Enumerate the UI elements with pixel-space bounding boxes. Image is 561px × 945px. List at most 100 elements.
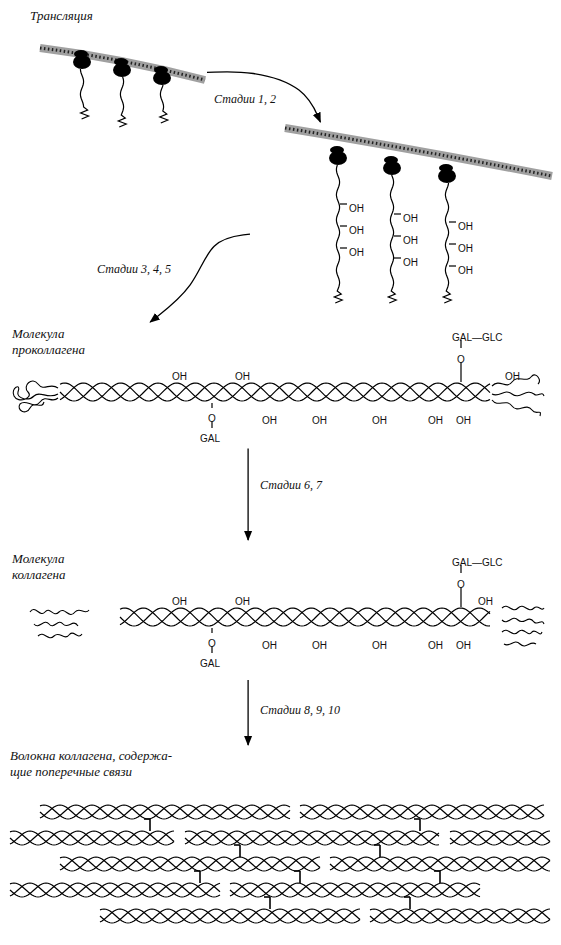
triple-helix-strand xyxy=(10,883,220,897)
hydroxyl-label: OH xyxy=(372,640,387,652)
hydroxyl-label: OH xyxy=(172,371,187,383)
text-slot: Молекула коллагена xyxy=(12,551,107,583)
triple-helix-strand xyxy=(40,805,290,819)
triple-helix-strand xyxy=(10,883,220,897)
cross-link xyxy=(414,818,420,820)
stage-heading: Молекула проколлагена xyxy=(12,326,112,357)
hydroxyl-label: OH xyxy=(312,640,327,652)
triple-helix-strand xyxy=(300,805,544,819)
cross-link xyxy=(374,844,380,846)
text-slot: OH xyxy=(235,591,250,609)
text-slot: O xyxy=(208,408,216,426)
text-slot: OH xyxy=(478,591,493,609)
sugar-label: GAL—GLC xyxy=(452,557,503,569)
text-slot: OH xyxy=(403,230,418,248)
triple-helix-strand xyxy=(450,831,550,845)
text-slot: OH xyxy=(403,252,418,270)
ribosome xyxy=(384,156,398,164)
triple-helix-strand xyxy=(10,831,174,845)
triple-helix-strand xyxy=(10,831,174,845)
hydroxyl-bond xyxy=(340,203,347,204)
ribosome xyxy=(74,50,88,58)
triple-helix-strand xyxy=(185,831,439,845)
text-slot: OH xyxy=(262,410,277,428)
cleaved-propeptide xyxy=(502,606,544,609)
text-slot: OH xyxy=(312,410,327,428)
triple-helix-strand xyxy=(100,909,360,923)
text-slot: Трансляция xyxy=(30,6,93,24)
cross-link xyxy=(234,844,240,846)
ribosome xyxy=(114,58,128,66)
propeptide xyxy=(19,398,58,412)
hydroxyl-label: OH xyxy=(312,415,327,427)
hydroxyl-label: OH xyxy=(458,243,473,255)
triple-helix-strand xyxy=(60,383,490,401)
hydroxyl-label: OH xyxy=(428,415,443,427)
text-slot: GAL xyxy=(200,428,220,446)
text-slot: Молекула проколлагена xyxy=(12,326,112,358)
er-membrane xyxy=(40,48,205,80)
hydroxyl-bond xyxy=(449,265,456,266)
oxygen-label: O xyxy=(457,579,465,591)
propeptide xyxy=(492,392,544,396)
triple-helix-strand xyxy=(120,608,490,626)
hydroxyl-label: OH xyxy=(458,265,473,277)
er-membrane xyxy=(40,48,205,80)
hydroxyl-label: OH xyxy=(349,247,364,259)
cross-link xyxy=(199,871,201,883)
hydroxyl-bond xyxy=(449,243,456,244)
triple-helix-strand xyxy=(370,909,550,923)
polypeptide-chain xyxy=(160,85,168,123)
oxygen-label: O xyxy=(208,638,216,650)
text-slot: OH xyxy=(428,410,443,428)
hydroxyl-bond xyxy=(449,221,456,222)
er-membrane xyxy=(285,128,552,176)
text-slot: OH xyxy=(458,216,473,234)
triple-helix-strand xyxy=(40,805,290,819)
triple-helix-strand xyxy=(10,883,220,897)
triple-helix-strand xyxy=(60,383,490,401)
hydroxyl-label: OH xyxy=(349,225,364,237)
text-slot: OH xyxy=(349,220,364,238)
polypeptide-chain xyxy=(334,165,342,303)
stage-heading: Молекула коллагена xyxy=(12,551,107,582)
ribosome xyxy=(439,164,453,172)
stage-label: Стадии 1, 2 xyxy=(212,92,278,107)
stage-heading: Волокна коллагена, содержа- щие поперечн… xyxy=(10,748,195,779)
triple-helix-strand xyxy=(40,805,290,819)
text-slot: O xyxy=(457,574,465,592)
triple-helix-strand xyxy=(300,805,544,819)
text-slot: OH xyxy=(456,635,471,653)
triple-helix-strand xyxy=(330,857,550,871)
text-slot: Волокна коллагена, содержа- щие поперечн… xyxy=(10,748,195,780)
oxygen-label: O xyxy=(457,354,465,366)
triple-helix-strand xyxy=(450,831,550,845)
text-slot: GAL xyxy=(200,653,220,671)
sugar-label: GAL xyxy=(200,433,220,445)
cross-link xyxy=(149,819,151,831)
stage-figure: OHOHOHOHOHOHOHOHOH xyxy=(250,122,552,312)
cross-link xyxy=(299,871,301,883)
triple-helix-strand xyxy=(100,909,360,923)
propeptide xyxy=(13,381,58,400)
cleaved-propeptide xyxy=(502,630,542,634)
triple-helix-strand xyxy=(60,857,320,871)
text-slot: OH xyxy=(312,635,327,653)
hydroxyl-bond xyxy=(340,225,347,226)
hydroxyl-label: OH xyxy=(403,257,418,269)
triple-helix-strand xyxy=(330,857,550,871)
stage-label: Стадии 6, 7 xyxy=(258,478,324,493)
text-slot: OH xyxy=(456,410,471,428)
triple-helix-strand xyxy=(230,883,480,897)
sugar-label: GAL xyxy=(200,658,220,670)
triple-helix-strand xyxy=(10,831,174,845)
text-slot: GAL—GLC xyxy=(452,552,503,570)
process-arrow xyxy=(247,680,248,745)
cleaved-propeptide xyxy=(34,622,78,626)
hydroxyl-bond xyxy=(340,247,347,248)
bond-line xyxy=(211,403,212,408)
triple-helix-strand xyxy=(230,883,480,897)
hydroxyl-label: OH xyxy=(262,415,277,427)
stage-heading: Трансляция xyxy=(30,8,93,24)
